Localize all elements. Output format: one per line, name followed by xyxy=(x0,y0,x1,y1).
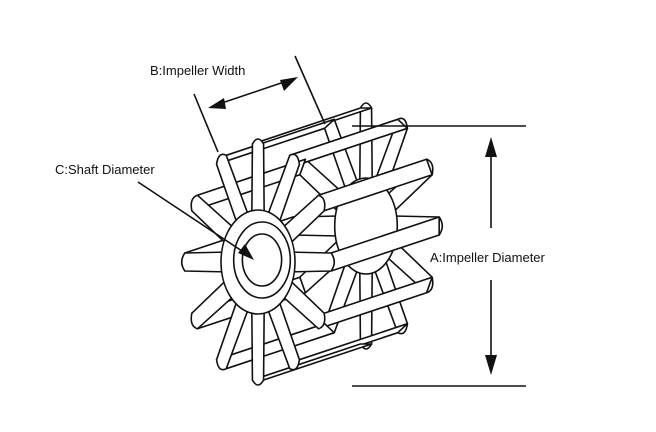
impeller-vane-front xyxy=(215,153,251,230)
impeller-vane-front xyxy=(251,138,265,219)
impeller-hub-ring xyxy=(232,221,292,299)
arrow-icon xyxy=(485,355,497,375)
impeller-vane-front xyxy=(265,294,301,371)
impeller-drawing xyxy=(180,102,444,386)
arrow-icon xyxy=(238,244,254,260)
width-right-extension xyxy=(294,55,326,125)
impeller-vane-front xyxy=(284,251,336,273)
impeller-width-label: B:Impeller Width xyxy=(150,63,246,78)
shaft-leader-line xyxy=(137,181,249,256)
impeller-vane-front xyxy=(215,294,251,371)
impeller-vane-front xyxy=(265,153,301,230)
arrow-icon xyxy=(485,137,497,157)
impeller-diameter-label: A:Impeller Diameter xyxy=(430,250,545,265)
impeller-vane-front xyxy=(251,305,265,386)
shaft-bore xyxy=(241,233,283,287)
shaft-diameter-label: C:Shaft Diameter xyxy=(55,162,155,177)
width-left-extension xyxy=(193,93,219,153)
arrow-icon xyxy=(208,98,226,109)
impeller-vane-front xyxy=(180,251,232,273)
width-arrow-line xyxy=(215,79,291,106)
arrowheads xyxy=(208,77,497,375)
arrow-icon xyxy=(280,77,298,91)
